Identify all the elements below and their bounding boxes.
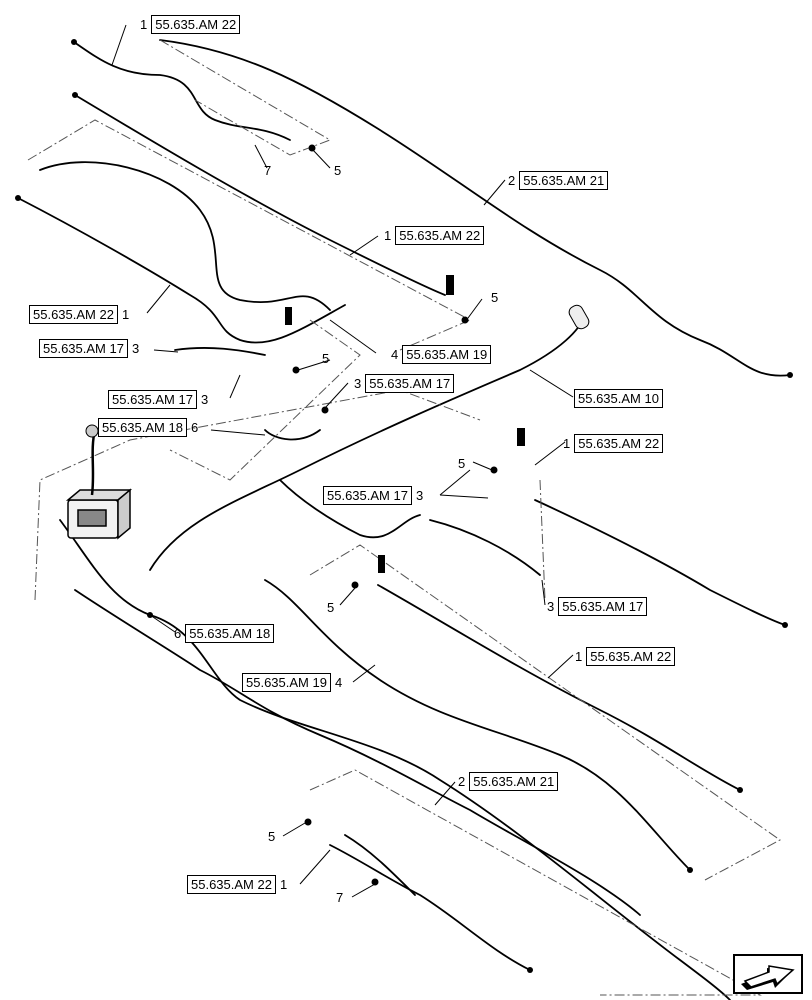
- item-label-7-bottom: 7: [336, 890, 344, 905]
- harness-4-lower: [264, 579, 691, 871]
- boundary-center: [169, 319, 361, 481]
- boundary-left: [34, 389, 481, 601]
- boundary-right: [309, 544, 781, 881]
- boundary-bottom: [309, 769, 762, 996]
- harness-3-center: [279, 479, 421, 539]
- harness-bottom-left: [344, 834, 416, 896]
- harness-2-upper: [159, 39, 791, 377]
- harness-controller: [59, 519, 731, 1000]
- harness-1-third: [17, 197, 346, 344]
- harness-am10: [149, 314, 586, 571]
- item-label-5-center: 5: [322, 351, 330, 366]
- harness-3-right: [429, 519, 541, 576]
- item-label-5-right: 5: [458, 456, 466, 471]
- callout-am10[interactable]: 55.635.AM 10: [574, 389, 663, 408]
- harness-1-bottom: [329, 844, 531, 971]
- item-label-5-top: 5: [334, 163, 342, 178]
- harness-loop-upper: [39, 161, 331, 311]
- harness-1-second: [74, 94, 446, 296]
- arrow-next-icon: [733, 954, 803, 994]
- harness-1-lower-right: [377, 584, 741, 791]
- item-label-5-bottom: 5: [268, 829, 276, 844]
- boundary-mid: [27, 119, 472, 351]
- harness-1-top: [73, 41, 291, 141]
- item-label-5-upper-right: 5: [491, 290, 499, 305]
- item-label-5-lower: 5: [327, 600, 335, 615]
- item-label-7-top: 7: [264, 163, 272, 178]
- next-page-button[interactable]: [733, 954, 803, 994]
- harness-3-left: [174, 347, 266, 356]
- harness-6: [264, 429, 321, 441]
- harness-2-lower: [74, 589, 641, 916]
- leader-center: [539, 479, 546, 601]
- controller-box: [65, 488, 133, 540]
- boundary-top: [159, 39, 332, 156]
- harness-1-mid-right: [534, 499, 786, 626]
